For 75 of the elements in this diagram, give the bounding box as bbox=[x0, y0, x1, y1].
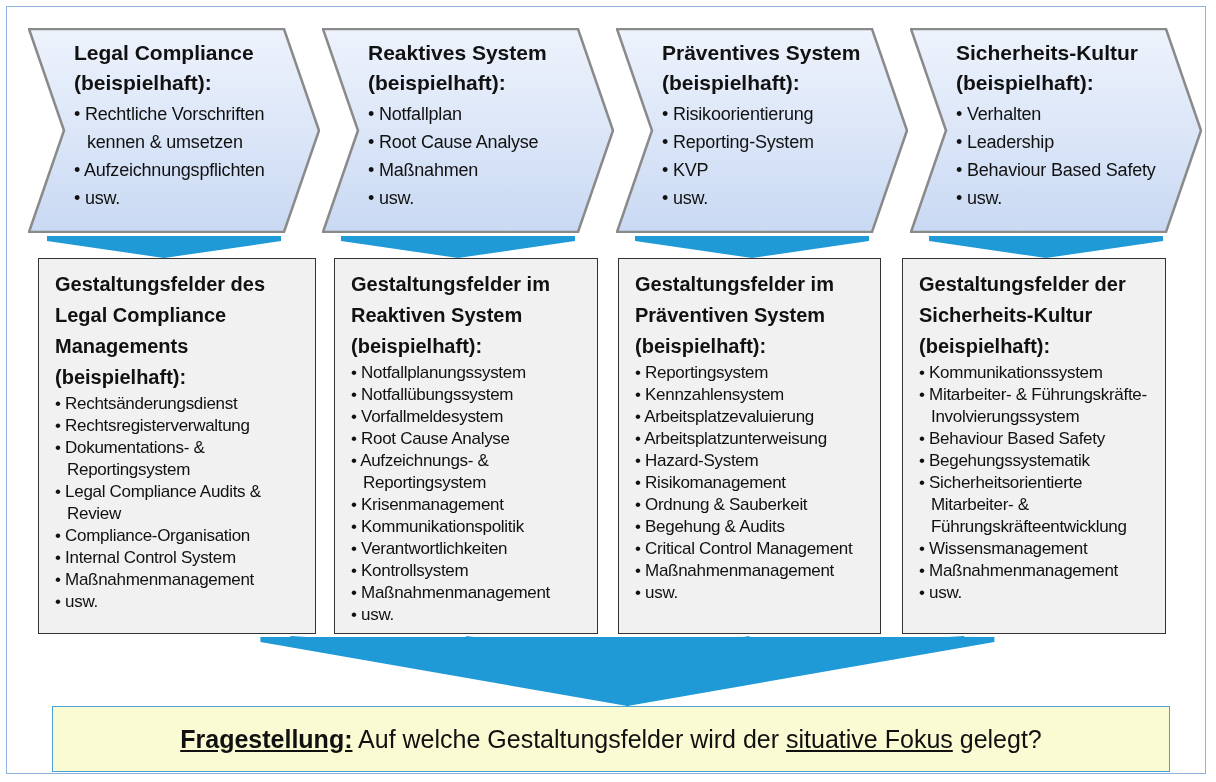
bullet-item: • usw. bbox=[956, 187, 1004, 210]
funnel-arrow bbox=[929, 236, 1163, 258]
bullet-item: • Arbeitsplatzunterweisung bbox=[635, 428, 828, 450]
bullet-item: • Critical Control Management bbox=[635, 538, 854, 560]
bullet-item: • usw. bbox=[368, 187, 416, 210]
heading: Gestaltungsfelder des Legal Compliance Managements (beispielhaft): bbox=[55, 272, 267, 390]
bullet-item: • Ordnung & Sauberkeit bbox=[635, 494, 809, 516]
bullet-item: • Aufzeichnungspflichten bbox=[74, 159, 266, 182]
bullet-item: • Compliance-Organisation bbox=[55, 525, 251, 547]
heading: Legal Compliance (beispielhaft): bbox=[74, 40, 255, 96]
bullet-item: • Kennzahlensystem bbox=[635, 384, 785, 406]
bullet-item: • Notfallübungssystem bbox=[351, 384, 515, 406]
bullet-item: • Kommunikationspolitik bbox=[351, 516, 525, 538]
bullet-item: • usw. bbox=[74, 187, 122, 210]
bullet-item: • Legal Compliance Audits & Review bbox=[55, 481, 262, 525]
bullet-item: • Maßnahmenmanagement bbox=[635, 560, 836, 582]
bullet-item: • Leadership bbox=[956, 131, 1055, 154]
bullet-item: • Dokumentations- & Reportingsystem bbox=[55, 437, 206, 481]
heading: Gestaltungsfelder im Reaktiven System (beispielhaft): bbox=[351, 272, 551, 359]
heading: Präventives System (beispielhaft): bbox=[662, 40, 862, 96]
bullet-item: • Begehungssystematik bbox=[919, 450, 1091, 472]
bullet-item: • usw. bbox=[351, 604, 395, 626]
bullet-item: • Notfallplan bbox=[368, 103, 463, 126]
heading: Gestaltungsfelder im Präventiven System (beispielhaft): bbox=[635, 272, 835, 359]
bullet-item: • Verantwortlichkeiten bbox=[351, 538, 509, 560]
chevron-step bbox=[910, 28, 1202, 233]
bullet-item: • Kontrollsystem bbox=[351, 560, 470, 582]
bullet-item: • usw. bbox=[919, 582, 963, 604]
bullet-item: • Behaviour Based Safety bbox=[919, 428, 1106, 450]
bullet-item: • usw. bbox=[635, 582, 679, 604]
chevron-step bbox=[616, 28, 908, 233]
bullet-item: • Begehung & Audits bbox=[635, 516, 786, 538]
question-box bbox=[52, 706, 1170, 772]
bullet-item: • Root Cause Analyse bbox=[351, 428, 511, 450]
bullet-item: • Maßnahmen bbox=[368, 159, 480, 182]
bullet-item: • Verhalten bbox=[956, 103, 1043, 126]
heading: Reaktives System (beispielhaft): bbox=[368, 40, 548, 96]
bullet-item: • Risikoorientierung bbox=[662, 103, 815, 126]
funnel-arrow bbox=[47, 236, 281, 258]
text-box bbox=[38, 258, 316, 634]
funnel-arrow bbox=[341, 236, 575, 258]
heading: Sicherheits-Kultur (beispielhaft): bbox=[956, 40, 1140, 96]
bullet-item: • Internal Control System bbox=[55, 547, 237, 569]
bullet-item: • Rechtsänderungsdienst bbox=[55, 393, 239, 415]
bullet-item: • Vorfallmeldesystem bbox=[351, 406, 505, 428]
bullet-item: • Hazard-System bbox=[635, 450, 760, 472]
bullet-item: • Root Cause Analyse bbox=[368, 131, 540, 154]
bullet-item: • usw. bbox=[662, 187, 710, 210]
bullet-item: • Mitarbeiter- & Führungskräfte-Involvierungssystem bbox=[919, 384, 1148, 428]
bullet-item: • Risikomanagement bbox=[635, 472, 787, 494]
bullet-item: • Reportingsystem bbox=[635, 362, 770, 384]
bullet-item: • Behaviour Based Safety bbox=[956, 159, 1157, 182]
text-box bbox=[334, 258, 598, 634]
chevron-step bbox=[322, 28, 614, 233]
bullet-item: • KVP bbox=[662, 159, 710, 182]
bullet-item: • Krisenmanagement bbox=[351, 494, 505, 516]
bullet-item: • Rechtliche Vorschriften kennen & umsetzen bbox=[74, 103, 266, 154]
bullet-item: • Notfallplanungssystem bbox=[351, 362, 527, 384]
bullet-item: • Maßnahmenmanagement bbox=[55, 569, 256, 591]
text-box bbox=[618, 258, 881, 634]
chevron-step bbox=[28, 28, 320, 233]
funnel-arrow bbox=[635, 236, 869, 258]
text-box bbox=[902, 258, 1166, 634]
question-text: Fragestellung: Auf welche Gestaltungsfelder wird der situative Fokus gelegt? bbox=[180, 724, 1042, 754]
bullet-item: • Kommunikationssystem bbox=[919, 362, 1104, 384]
heading: Gestaltungsfelder der Sicherheits-Kultur (beispielhaft): bbox=[919, 272, 1127, 359]
bullet-item: • Aufzeichnungs- & Reportingsystem bbox=[351, 450, 490, 494]
bullet-item: • Arbeitsplatzevaluierung bbox=[635, 406, 815, 428]
bullet-item: • Rechtsregisterverwaltung bbox=[55, 415, 251, 437]
bullet-item: • Sicherheitsorientierte Mitarbeiter- & Führungskräfteentwicklung bbox=[919, 472, 1128, 538]
bullet-item: • usw. bbox=[55, 591, 99, 613]
bullet-item: • Reporting-System bbox=[662, 131, 815, 154]
bullet-item: • Wissensmanagement bbox=[919, 538, 1089, 560]
bullet-item: • Maßnahmenmanagement bbox=[919, 560, 1120, 582]
bullet-item: • Maßnahmenmanagement bbox=[351, 582, 552, 604]
